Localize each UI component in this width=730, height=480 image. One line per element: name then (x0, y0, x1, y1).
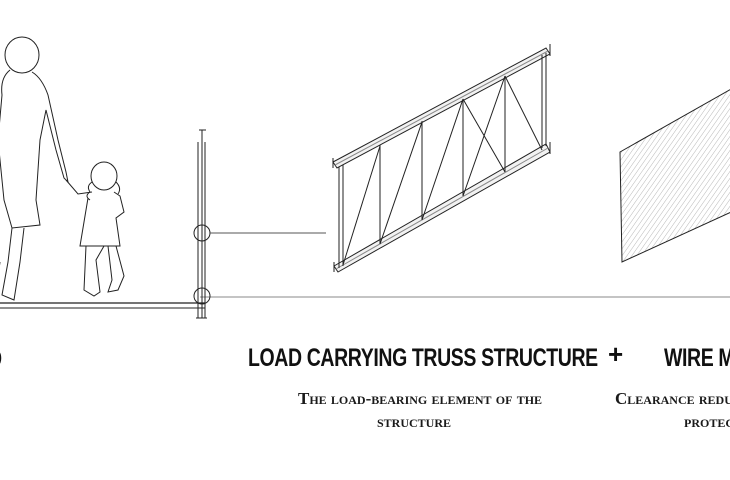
mesh-panel-caption-line1: Clearance reduc (615, 389, 730, 408)
section-post (193, 129, 326, 319)
mesh-panel-caption-line2: protect (684, 412, 730, 431)
child-figure-icon (65, 161, 125, 297)
adult-figure-icon (0, 36, 69, 301)
truss-panel-caption-line2: structure (377, 412, 452, 431)
truss-panel-title: LOAD CARRYING TRUSS STRUCTURE (248, 344, 598, 372)
truss-panel-caption-line1: The load-bearing element of the (298, 389, 543, 408)
left-panel-heading-fragment: D (0, 345, 2, 374)
mesh-panel-title: WIRE M (664, 344, 730, 372)
wire-mesh-panel (619, 89, 730, 263)
detail-circle-lower (193, 287, 211, 305)
truss-structure (332, 44, 551, 273)
plus-separator: + (608, 339, 624, 369)
